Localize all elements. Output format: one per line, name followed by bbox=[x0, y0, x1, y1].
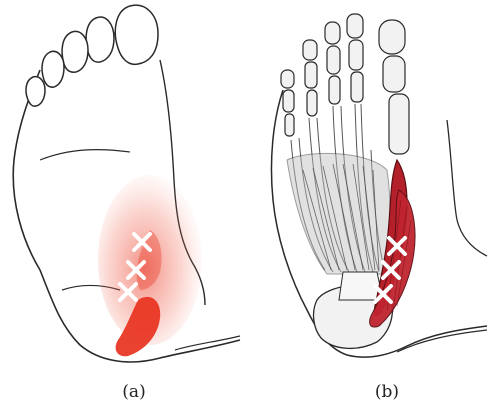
medial-foot-outline bbox=[447, 120, 487, 256]
toe-bones bbox=[281, 14, 409, 154]
little-toe bbox=[26, 77, 45, 107]
toes bbox=[26, 5, 158, 106]
second-toe bbox=[86, 17, 114, 62]
second-toe-bones bbox=[347, 14, 363, 102]
panel-b-muscle-anatomy bbox=[247, 0, 494, 370]
little-toe-bones bbox=[281, 70, 294, 136]
panel-b-caption: (b) bbox=[357, 382, 417, 402]
plantar-foot-illustration bbox=[0, 0, 247, 370]
fourth-toe-bones bbox=[303, 40, 317, 116]
flexor-muscle-belly bbox=[287, 153, 390, 274]
big-toe-bones bbox=[379, 20, 409, 154]
referred-pain-pattern bbox=[98, 175, 202, 356]
ball-of-foot-crease bbox=[40, 150, 130, 160]
panel-a-caption: (a) bbox=[104, 382, 164, 402]
fourth-toe bbox=[42, 51, 64, 87]
third-toe bbox=[62, 31, 88, 72]
third-toe-bones bbox=[325, 22, 340, 104]
foot-muscle-illustration bbox=[247, 0, 494, 370]
big-toe bbox=[115, 5, 158, 64]
panel-a-plantar-pain-pattern bbox=[0, 0, 247, 370]
